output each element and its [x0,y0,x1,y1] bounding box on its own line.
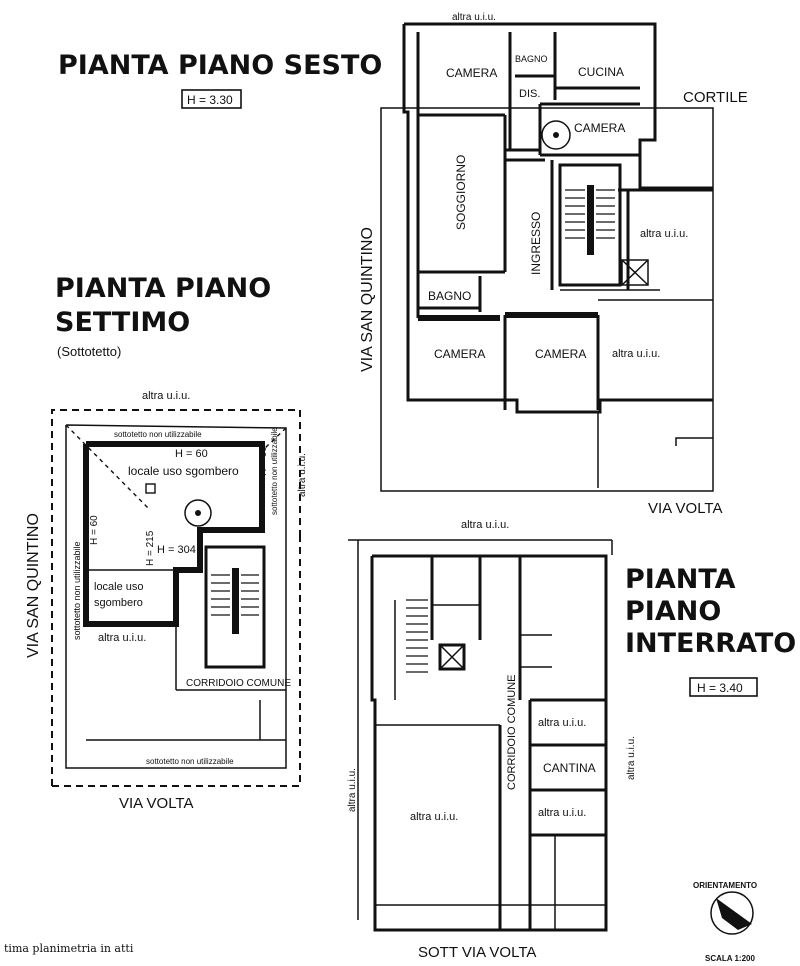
wall [621,259,649,286]
sesto-stair-core [558,163,622,287]
circle [195,510,201,516]
sesto-room-camera-bl: CAMERA [434,347,485,361]
interrato-altra-1: altra u.i.u. [538,717,586,729]
sesto-room-ingresso: INGRESSO [529,212,543,275]
interrato-stairs [406,599,428,673]
settimo-sottotetto-top: sottotetto non utilizzabile [114,430,202,439]
line [264,427,287,449]
compass-icon [710,891,754,935]
sesto-stair-well [587,185,594,255]
height-box-sesto [181,89,242,109]
settimo-hatch [145,483,156,494]
sesto-room-camera-bm: CAMERA [535,347,586,361]
title-piano-sesto: PIANTA PIANO SESTO [58,50,382,81]
settimo-street-bottom: VIA VOLTA [119,795,193,812]
settimo-locale-2a: locale uso [94,581,144,593]
plan-piano-settimo: altra u.i.u. sottotetto non utiliz [25,390,308,812]
sesto-lot-step [675,437,713,446]
sesto-room-camera-stair: CAMERA [574,121,625,135]
scale-label: SCALA 1:200 [705,954,755,963]
title-piano-interrato-2: PIANO [625,596,721,627]
title-piano-settimo-2: SETTIMO [55,307,190,338]
interrato-altra-big: altra u.i.u. [410,811,458,823]
settimo-corridoio: CORRIDOIO COMUNE [186,678,291,689]
title-piano-interrato-1: PIANTA [625,564,736,595]
sesto-spiral-stair [541,120,571,150]
subtitle-sottotetto: (Sottotetto) [57,344,121,359]
sesto-room-bagno: BAGNO [428,289,471,303]
circle [553,132,559,138]
height-sesto: H = 3.30 [187,93,233,107]
settimo-sottotetto-right: sottotetto non utilizzabile [270,427,279,515]
settimo-locale-1: locale uso sgombero [128,464,239,478]
sesto-street-bottom: VIA VOLTA [648,500,722,517]
settimo-altra: altra u.i.u. [98,632,146,644]
sesto-room-camera-tl: CAMERA [446,66,497,80]
settimo-locale-2b: sgombero [94,597,143,609]
sesto-north-wall [404,22,713,190]
height-interrato: H = 3.40 [697,681,743,695]
sesto-altra-right: altra u.i.u. [640,228,688,240]
settimo-neighbor-top: altra u.i.u. [142,390,190,402]
sesto-neighbor-top: altra u.i.u. [452,12,496,23]
line [65,424,151,511]
plan-piano-interrato: altra u.i.u. COR [347,519,637,961]
settimo-h215: H = 215 [145,530,156,566]
sesto-stairs [565,189,615,239]
settimo-street-left: VIA SAN QUINTINO [25,513,42,658]
settimo-h60-top: H = 60 [175,448,208,460]
settimo-sottotetto-left: sottotetto non utilizzabile [72,541,82,640]
orientation-label: ORIENTAMENTO [693,881,757,890]
height-box-interrato [689,677,758,697]
settimo-stair-core [204,545,266,669]
settimo-h60-left: H = 60 [89,515,100,545]
north-arrow-icon [716,898,752,930]
settimo-stairs [211,574,259,616]
rect [232,568,239,634]
settimo-spiral-stair [184,499,212,527]
interrato-altra-2: altra u.i.u. [538,807,586,819]
sesto-west-wall [402,24,713,414]
settimo-boundary-dashed [51,409,301,786]
interrato-envelope [370,554,608,932]
sesto-street-left: VIA SAN QUINTINO [359,227,376,372]
sesto-altra-right-bottom: altra u.i.u. [612,348,660,360]
sesto-room-bagno-top: BAGNO [515,54,548,64]
settimo-sottotetto-bottom: sottotetto non utilizzabile [146,757,234,766]
sesto-room-dis: DIS. [519,88,540,100]
interrato-neighbor-right: altra u.i.u. [626,736,637,780]
sesto-room-soggiorno: SOGGIORNO [454,155,468,230]
settimo-locale-outline [83,441,265,627]
interrato-street-bottom: SOTT VIA VOLTA [418,944,536,961]
settimo-neighbor-right: altra u.i.u. [297,453,308,497]
settimo-roof-outline [65,424,287,769]
sesto-room-cucina: CUCINA [578,65,624,79]
title-piano-settimo-1: PIANTA PIANO [55,273,271,304]
interrato-neighbor-left: altra u.i.u. [347,768,358,812]
plan-piano-sesto: altra u.i.u. [359,12,748,517]
interrato-lift [438,643,466,671]
interrato-corridoio: CORRIDOIO COMUNE [506,675,518,791]
sesto-cortile: CORTILE [683,89,748,106]
settimo-h304: H = 304 [157,544,196,556]
sesto-lift [621,259,649,286]
orientation-block: ORIENTAMENTO SCALA 1:200 [693,881,757,963]
wall [439,644,465,670]
title-piano-interrato-3: INTERRATO [625,628,796,659]
interrato-cantina: CANTINA [543,761,596,775]
footer-note: tima planimetria in atti [4,942,134,955]
settimo-h60-right: H = 60 [258,446,269,476]
interrato-neighbor-top: altra u.i.u. [461,519,509,531]
